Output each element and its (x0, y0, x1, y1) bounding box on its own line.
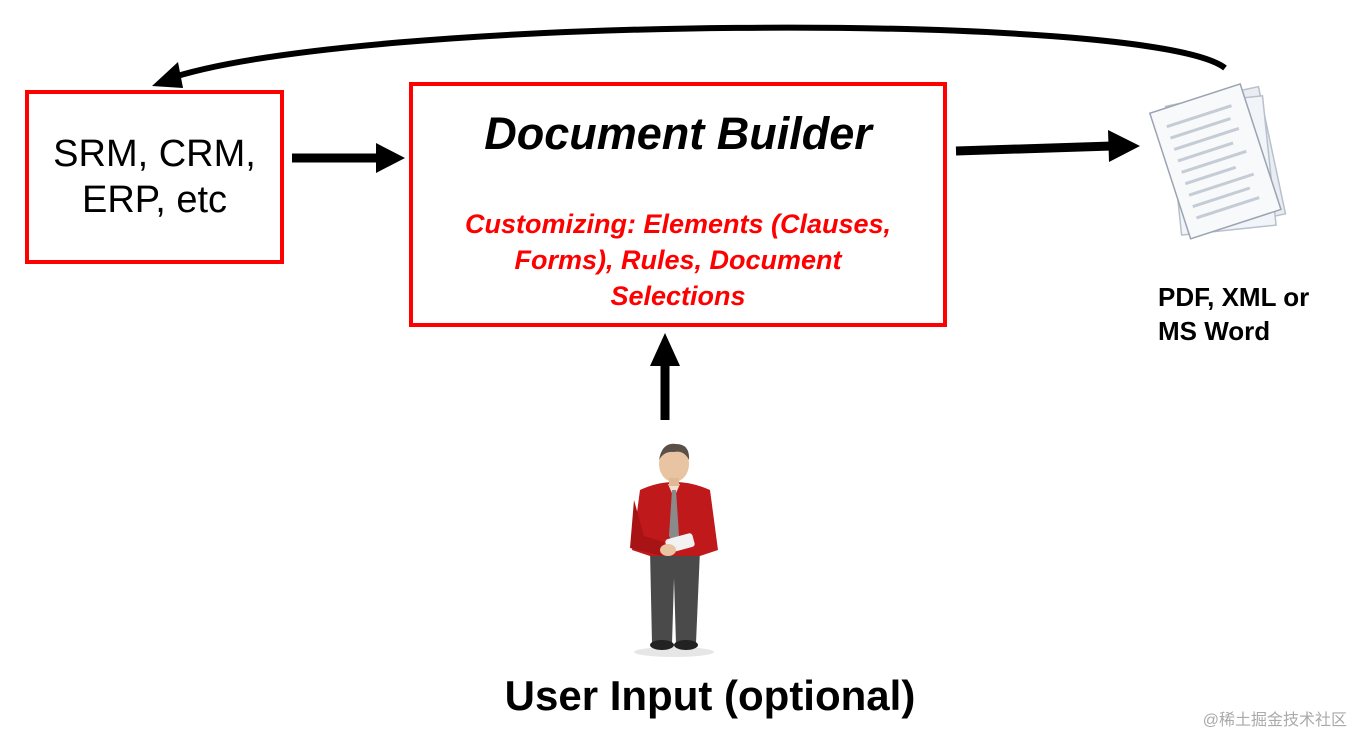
source-systems-line2: ERP, etc (81, 179, 228, 221)
document-stack-icon (1148, 82, 1287, 240)
source-systems-box: SRM, CRM, ERP, etc (25, 90, 284, 264)
person-icon (630, 443, 718, 657)
user-input-label: User Input (optional) (504, 672, 916, 719)
feedback-arrowhead (152, 62, 183, 88)
output-line2: MS Word (1158, 316, 1271, 346)
output-format-label: PDF, XML or MS Word (1158, 280, 1355, 348)
document-builder-subtitle: Customizing: Elements (Clauses, Forms), … (433, 206, 923, 314)
output-line1: PDF, XML or (1158, 282, 1310, 312)
subtitle-line3: Selections (610, 281, 746, 311)
subtitle-line2: Forms), Rules, Document (514, 245, 842, 275)
document-builder-box: Document Builder Customizing: Elements (… (409, 82, 947, 327)
source-systems-line1: SRM, CRM, (53, 133, 256, 175)
document-builder-title: Document Builder (484, 108, 872, 159)
feedback-arrow (164, 24, 1227, 83)
builder-to-output-arrow (955, 141, 1113, 156)
subtitle-line1: Customizing: Elements (Clauses, (464, 209, 892, 239)
watermark: @稀土掘金技术社区 (1202, 712, 1347, 729)
